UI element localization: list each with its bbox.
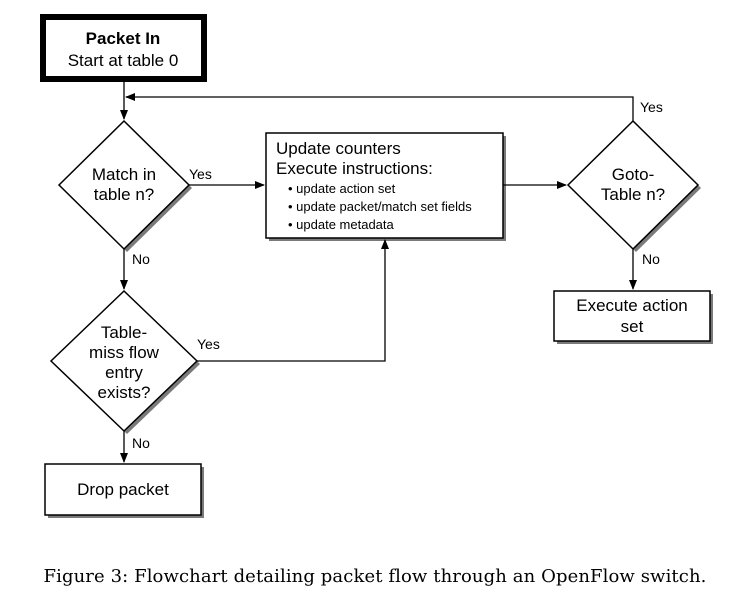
table-miss-line-2: miss flow [89,343,160,362]
packet-in-subtitle: Start at table 0 [68,51,179,70]
execute-line-2: set [621,317,644,336]
execute-line-1: Execute action [576,296,688,315]
packet-in-title: Packet In [86,29,161,48]
packet-in-node: Packet In Start at table 0 [40,14,207,82]
match-yes-label: Yes [189,166,212,182]
figure-caption: Figure 3: Flowchart detailing packet flo… [43,566,707,587]
miss-no-label: No [132,435,150,451]
match-no-label: No [132,251,150,267]
match-line-1: Match in [92,165,156,184]
openflow-flowchart: Packet In Start at table 0 Match in tabl… [40,14,713,518]
goto-line-1: Goto- [612,165,655,184]
goto-no-label: No [642,251,660,267]
update-line-1: Update counters [276,139,401,158]
drop-packet-node: Drop packet [44,463,204,518]
execute-action-set-node: Execute action set [553,290,713,344]
update-line-2: Execute instructions: [276,159,433,178]
goto-decision-node: Goto- Table n? [566,119,701,252]
match-line-2: table n? [94,185,155,204]
update-instructions-node: Update counters Execute instructions: • … [265,132,506,241]
edge-miss-yes [197,239,389,362]
match-decision-node: Match in table n? [57,119,192,252]
table-miss-decision-node: Table- miss flow entry exists? [49,289,200,434]
update-bullet-1: • update action set [288,181,396,196]
miss-yes-label: Yes [197,336,220,352]
goto-line-2: Table n? [601,185,665,204]
update-bullet-2: • update packet/match set fields [288,199,472,214]
goto-yes-label: Yes [640,99,663,115]
edge-goto-yes-loop [125,93,634,121]
table-miss-line-1: Table- [101,323,147,342]
table-miss-line-3: entry [105,363,143,382]
update-bullet-3: • update metadata [288,217,395,232]
drop-packet-label: Drop packet [77,480,169,499]
table-miss-line-4: exists? [98,383,151,402]
